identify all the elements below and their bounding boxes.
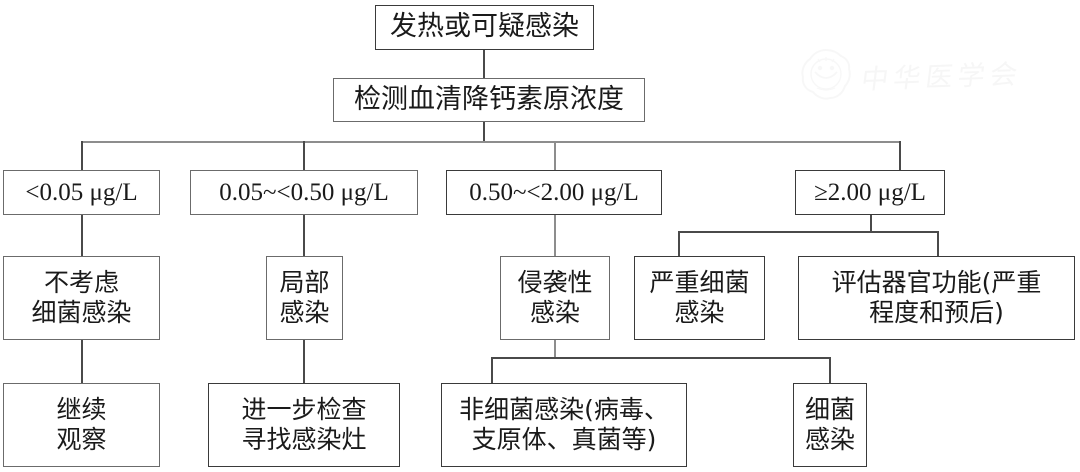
edge-t2-to-r2 <box>303 215 305 256</box>
node-root[interactable]: 发热或可疑感染 <box>375 5 594 50</box>
edge-threshold-bus <box>81 141 901 143</box>
edge-t4-to-r4 <box>678 231 680 256</box>
edge-bus-drop-2 <box>303 141 305 171</box>
edge-r3-stem <box>554 340 556 358</box>
node-no-bacterial-infection[interactable]: 不考虑 细菌感染 <box>3 256 160 340</box>
node-threshold-3[interactable]: 0.50~<2.00 μg/L <box>446 170 662 215</box>
edge-bus-drop-1 <box>81 141 83 171</box>
node-bacterial-infection[interactable]: 细菌 感染 <box>793 383 867 467</box>
node-organ-function-assessment[interactable]: 评估器官功能(严重 程度和预后) <box>798 256 1075 340</box>
node-threshold-1[interactable]: <0.05 μg/L <box>3 170 160 215</box>
node-further-examination[interactable]: 进一步检查 寻找感染灶 <box>208 383 400 467</box>
node-test[interactable]: 检测血清降钙素原浓度 <box>333 78 645 122</box>
edge-t1-to-r1 <box>81 215 83 256</box>
edge-r3-split-bus <box>491 357 830 359</box>
node-invasive-infection[interactable]: 侵袭性 感染 <box>500 256 610 340</box>
edge-r1-to-b1 <box>81 340 83 383</box>
edge-bus-drop-4 <box>899 141 901 171</box>
node-non-bacterial-infection[interactable]: 非细菌感染(病毒、 支原体、真菌等) <box>441 383 687 467</box>
edge-t4-to-r5 <box>937 231 939 256</box>
edge-t4-split-bus <box>678 231 938 233</box>
node-severe-bacterial-infection[interactable]: 严重细菌 感染 <box>634 256 765 340</box>
edge-test-stem <box>483 122 485 142</box>
edge-bus-drop-3 <box>554 141 556 171</box>
edge-root-to-test <box>483 50 485 79</box>
node-threshold-4[interactable]: ≥2.00 μg/L <box>795 170 945 215</box>
edge-t3-to-r3 <box>554 215 556 256</box>
edge-r2-to-b2 <box>303 340 305 383</box>
node-local-infection[interactable]: 局部 感染 <box>266 256 343 340</box>
edge-r3-to-b3 <box>491 357 493 383</box>
node-continue-observation[interactable]: 继续 观察 <box>3 383 160 467</box>
node-threshold-2[interactable]: 0.05~<0.50 μg/L <box>190 170 418 215</box>
edge-t4-stem <box>870 215 872 232</box>
watermark-text: 中华医学会 <box>859 58 1024 96</box>
watermark: 中华医学会 <box>800 44 1050 104</box>
edge-r3-to-b4 <box>829 357 831 383</box>
seal-logo-icon <box>800 48 852 100</box>
